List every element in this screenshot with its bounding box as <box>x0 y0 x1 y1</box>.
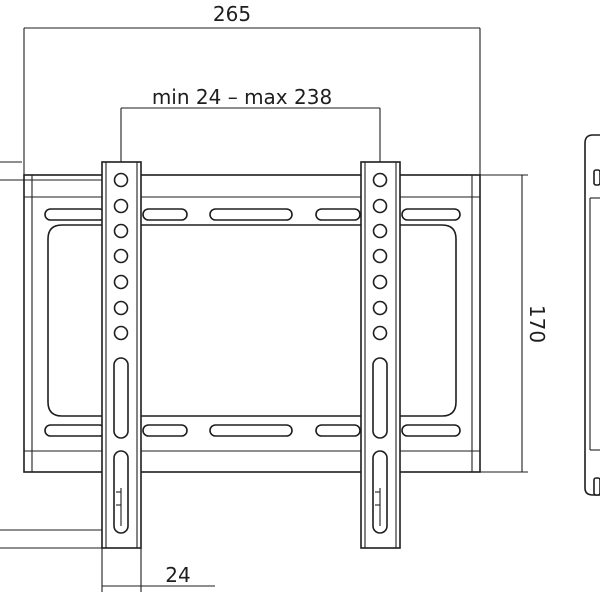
left-vertical-arm <box>101 161 142 549</box>
overall-width-dimension: 265 <box>23 2 481 175</box>
overall-width-label: 265 <box>213 2 251 26</box>
top-slots <box>44 208 461 221</box>
bottom-slots <box>44 424 461 437</box>
arm-width-label: 24 <box>165 563 190 587</box>
left-leader-lines <box>0 161 115 549</box>
right-vertical-arm <box>360 161 401 549</box>
arm-width-dimension: 24 <box>101 548 215 592</box>
right-arm-long-slot <box>372 357 388 439</box>
right-arm-holes <box>372 172 388 341</box>
side-profile-view <box>584 134 600 496</box>
height-label: 170 <box>525 305 549 343</box>
left-arm-long-slot <box>113 357 129 439</box>
wall-plate <box>23 174 481 473</box>
hole-spacing-dimension: min 24 – max 238 <box>120 85 381 168</box>
left-arm-holes <box>113 172 129 341</box>
height-dimension: 170 <box>480 174 549 473</box>
hole-spacing-label: min 24 – max 238 <box>152 85 332 109</box>
